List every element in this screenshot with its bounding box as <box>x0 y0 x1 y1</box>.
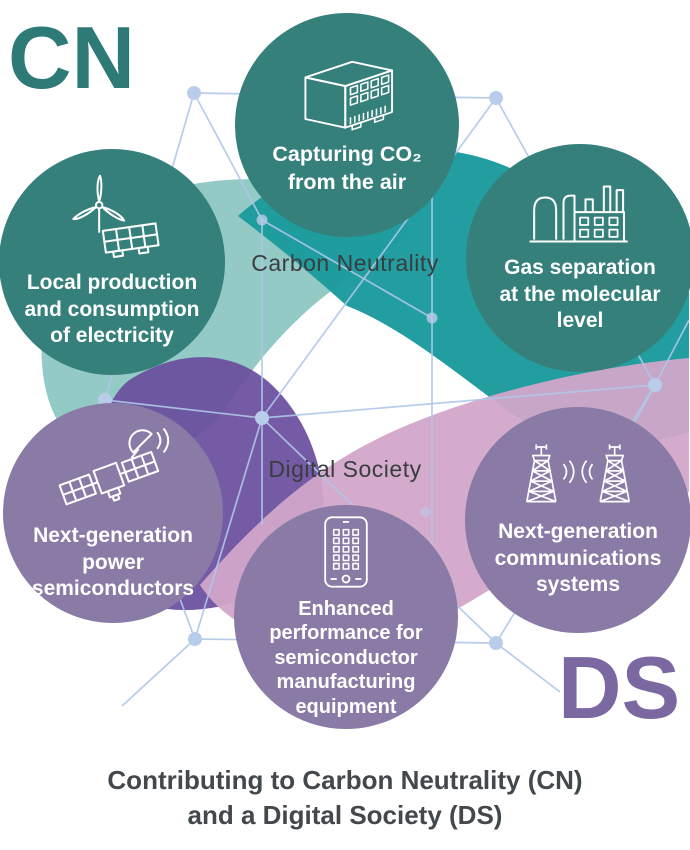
caption-line-2: and a Digital Society (DS) <box>187 799 503 830</box>
circle-local-electricity: Local production and consumption of elec… <box>0 149 225 375</box>
circle-label-line: Enhanced <box>298 598 394 621</box>
circle-label-line: performance for <box>269 622 423 645</box>
caption: Contributing to Carbon Neutrality (CN) a… <box>0 763 690 832</box>
circle-label-line: systems <box>535 573 621 597</box>
ds-badge: DS <box>558 638 681 737</box>
circle-label-line: manufacturing <box>276 671 416 694</box>
digital-society-label: Digital Society <box>268 456 422 482</box>
circle-label-line: Capturing CO₂ <box>272 142 422 167</box>
circle-label-line: Gas separation <box>504 255 656 279</box>
circle-capturing-co2: Capturing CO₂ from the air <box>235 13 459 237</box>
circle-gas-separation: Gas separation at the molecular level <box>466 144 690 372</box>
circle-label-line: Local production <box>26 270 198 294</box>
circle-label-line: communications <box>494 546 662 570</box>
dac-unit-icon <box>304 61 394 131</box>
satellite-icon <box>58 427 170 506</box>
circle-label-line: semiconductor <box>274 646 418 669</box>
circle-label-line: power <box>82 550 144 574</box>
circle-communications-systems: Next-generation communications systems <box>465 407 690 633</box>
radio-towers-icon <box>525 444 631 503</box>
circle-label-line: semiconductors <box>31 577 195 601</box>
circle-label-line: at the molecular <box>499 282 661 306</box>
circle-label-line: Next-generation <box>498 519 658 543</box>
carbon-neutrality-label: Carbon Neutrality <box>251 250 439 276</box>
circle-label-line: level <box>556 309 604 333</box>
smartphone-icon <box>324 516 368 588</box>
circle-semiconductor-equipment: Enhanced performance for semiconductor m… <box>234 505 458 729</box>
caption-line-1: Contributing to Carbon Neutrality (CN) <box>107 765 583 795</box>
factory-icon <box>529 185 628 243</box>
cn-badge: CN <box>8 8 136 107</box>
circle-label-line: of electricity <box>50 324 174 348</box>
wind-turbine-solar-icon <box>72 174 160 258</box>
circle-label-line: Next-generation <box>33 523 193 547</box>
circle-label-line: and consumption <box>24 297 200 321</box>
circle-power-semiconductors: Next-generation power semiconductors <box>3 403 223 623</box>
circle-label-line: equipment <box>295 695 397 718</box>
circle-label-line: from the air <box>287 170 407 194</box>
